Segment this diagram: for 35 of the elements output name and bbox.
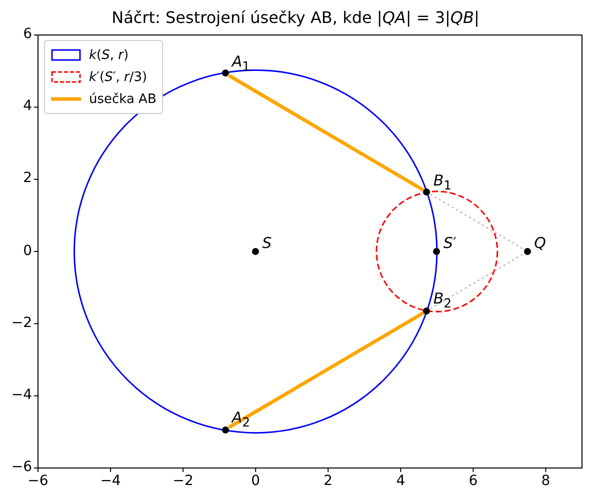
dotted-line <box>430 252 525 310</box>
tick-label: 2 <box>23 170 32 186</box>
point <box>433 236 456 255</box>
tick-label: 4 <box>395 473 406 489</box>
point-label: A$_{1}$ <box>230 54 250 76</box>
legend-label: úsečka AB <box>89 92 156 106</box>
tick-label: −6 <box>26 473 50 489</box>
tick-label: 2 <box>322 473 334 489</box>
tick-label: 4 <box>23 98 32 114</box>
segment-line <box>228 311 424 430</box>
tick-label: −6 <box>11 459 32 475</box>
chart-title: Náčrt: Sestrojení úsečky AB, kde |QA| = 3|QB| <box>110 8 480 27</box>
tick-label: 6 <box>23 26 32 42</box>
point <box>423 173 452 196</box>
tick-label: −4 <box>11 386 32 403</box>
point-label: S′ <box>442 236 456 254</box>
point <box>423 292 452 314</box>
tick-label: 0 <box>23 242 32 258</box>
tick-label: 8 <box>540 473 552 489</box>
legend-label: k′(S′, r/3) <box>89 70 148 84</box>
legend-label: k(S, r) <box>89 48 129 62</box>
tick-label: 0 <box>250 473 262 489</box>
tick-label: −4 <box>99 473 122 489</box>
point <box>222 54 250 77</box>
point-label: Q <box>533 236 546 254</box>
dotted-line <box>430 194 525 250</box>
point <box>252 236 272 255</box>
tick-label: −2 <box>11 314 32 331</box>
point-label: S <box>261 236 272 254</box>
segment-line <box>228 74 424 192</box>
point-label: B$_{2}$ <box>432 292 452 313</box>
point-label: B$_{1}$ <box>432 173 452 194</box>
point <box>524 236 546 255</box>
tick-label: 6 <box>468 473 479 489</box>
tick-label: −2 <box>172 473 194 489</box>
